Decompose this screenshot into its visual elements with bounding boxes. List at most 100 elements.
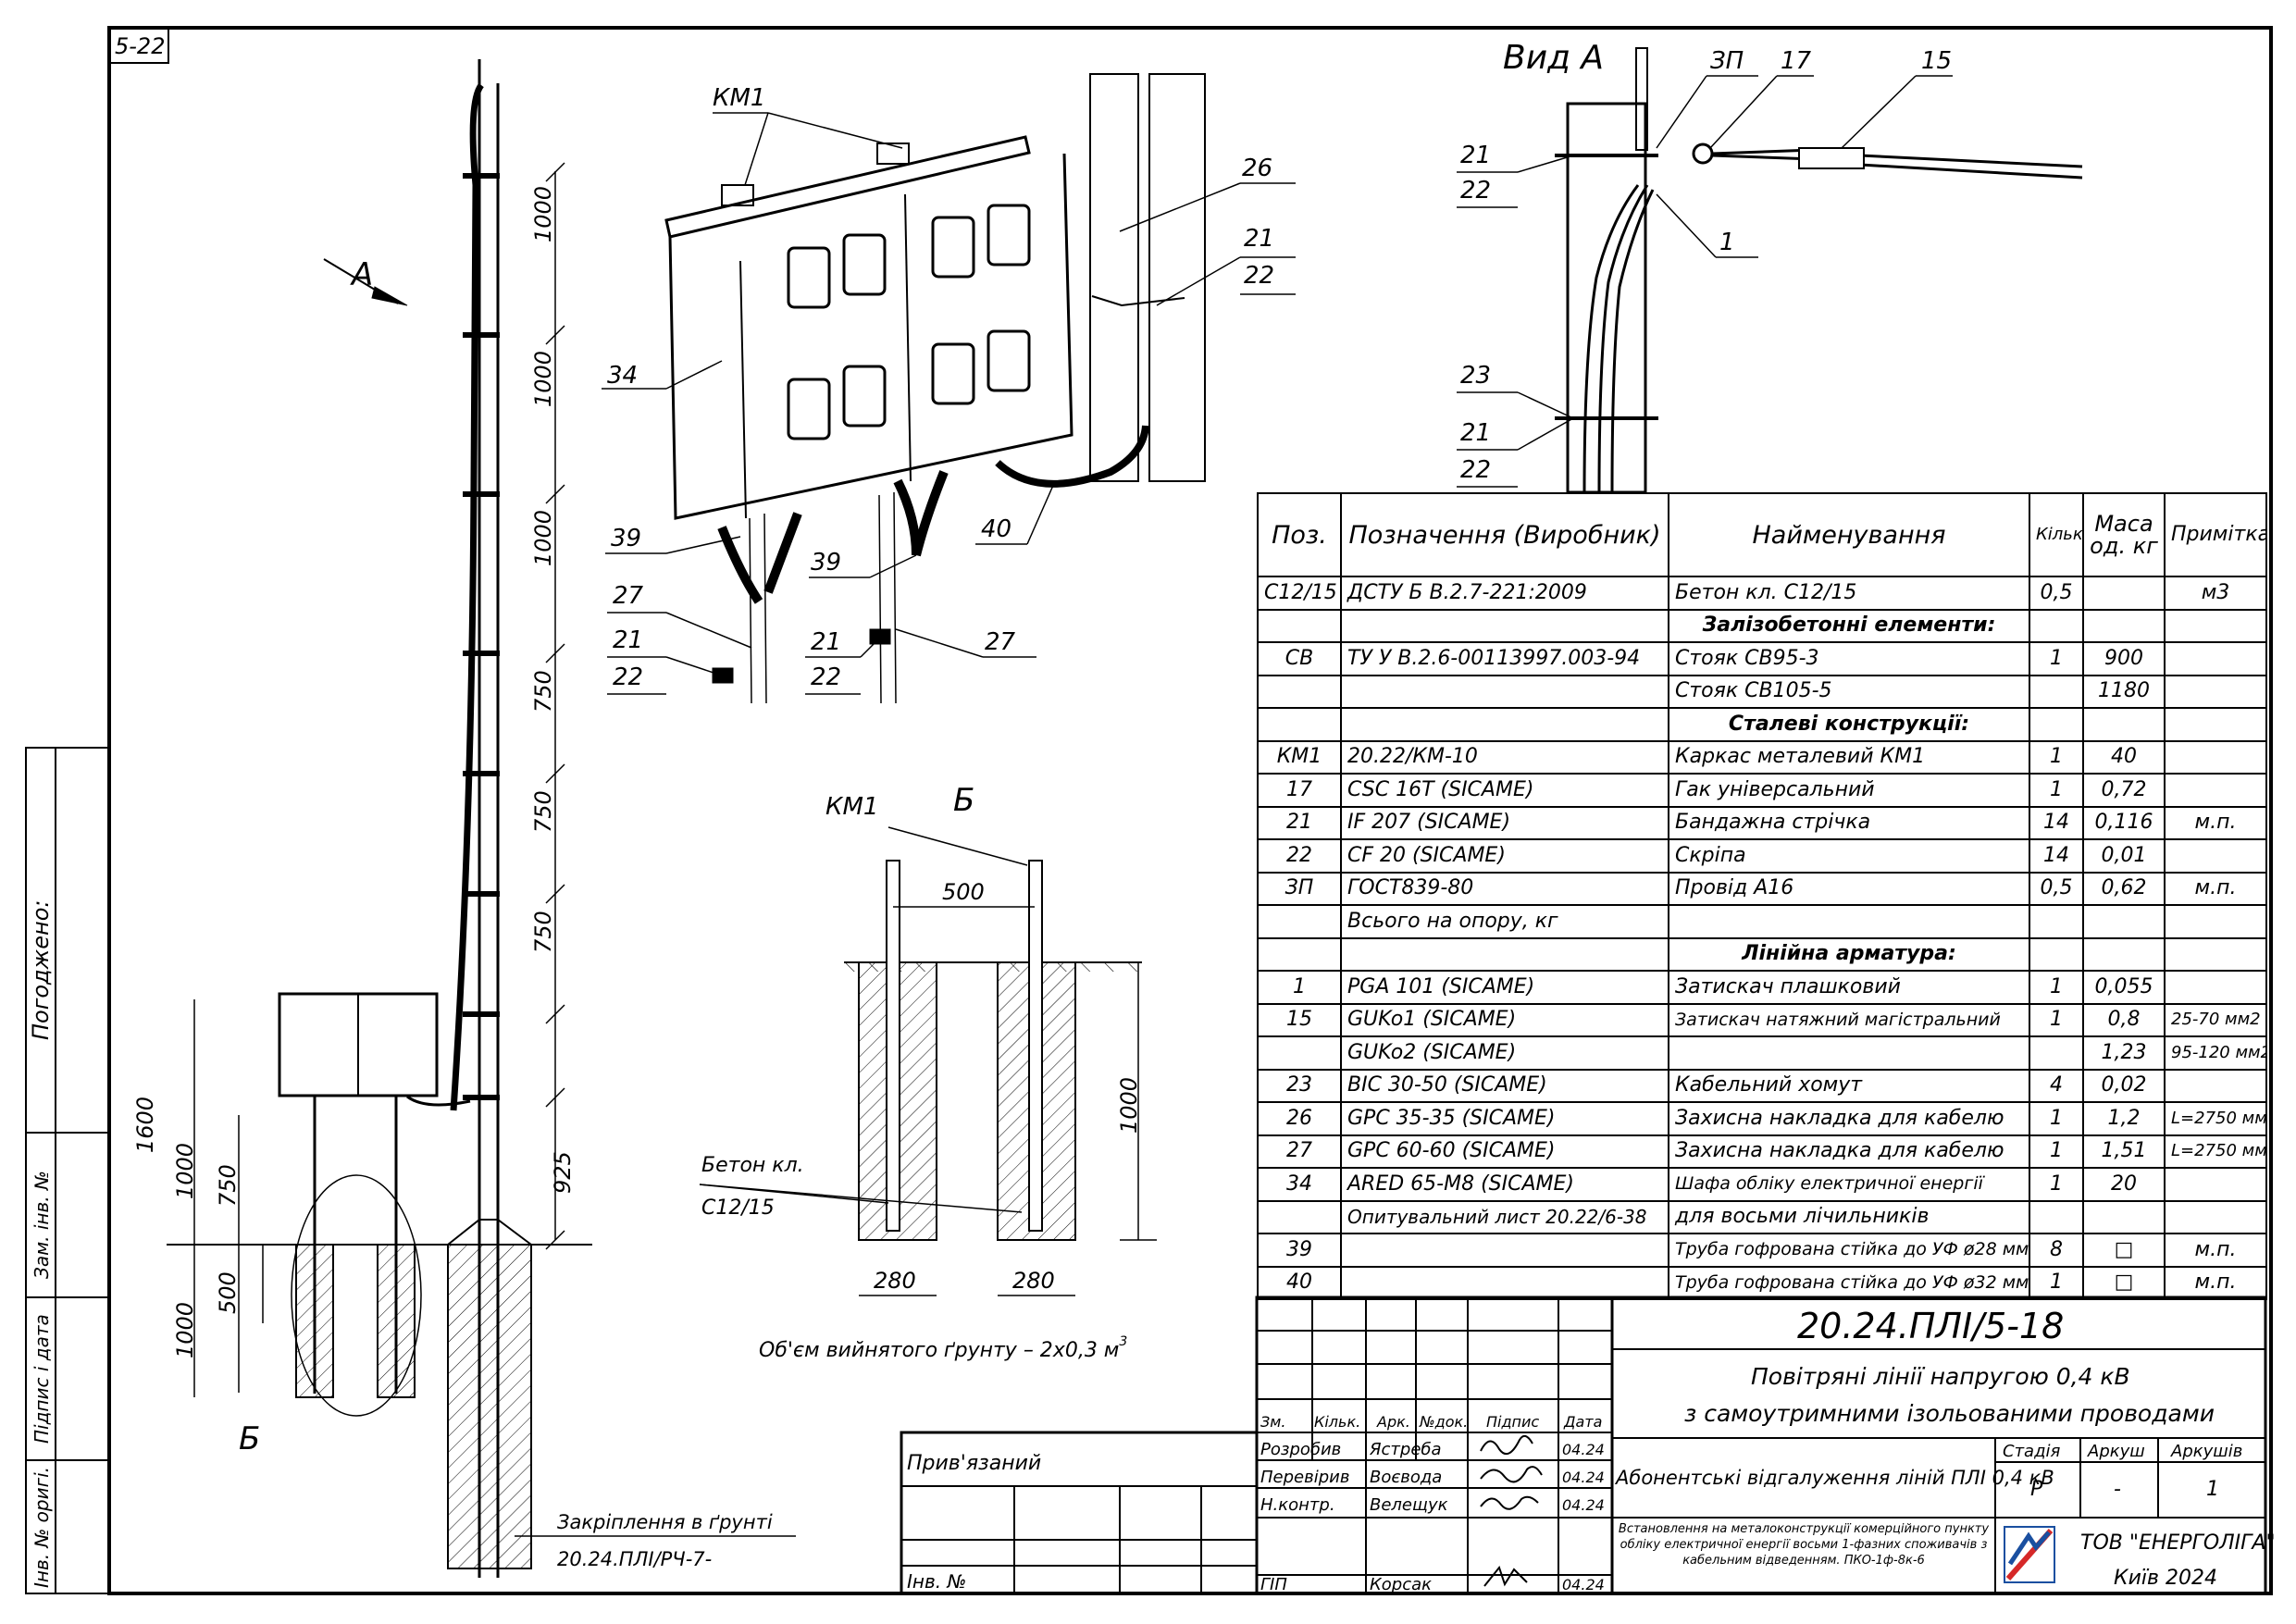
spec-cell-mass: 1,23	[2082, 1035, 2166, 1071]
spec-cell-qty: 1	[2029, 1167, 2084, 1202]
spec-cell-des: CSC 16T (SICAME)	[1340, 773, 1669, 808]
spec-cell-des	[1340, 1233, 1669, 1268]
spec-cell	[2082, 707, 2166, 742]
detail-b-km1: КМ1	[825, 793, 878, 821]
spec-cell-note: м.п.	[2164, 1265, 2267, 1300]
spec-cell-pos: 34	[1257, 1167, 1342, 1202]
spec-h-note: Примітка	[2164, 492, 2267, 577]
iso-label-km1: КМ1	[713, 84, 765, 112]
spec-cell-des: ARED 65-M8 (SICAME)	[1340, 1167, 1669, 1202]
spec-cell-pos: 22	[1257, 838, 1342, 874]
sheet-value: -	[2114, 1478, 2121, 1501]
company-city: Київ 2024	[2114, 1567, 2217, 1590]
spec-section-row: Залізобетонні елементи:	[1257, 608, 2267, 643]
spec-cell-note	[2164, 641, 2267, 676]
spec-cell-mass: 1180	[2082, 674, 2166, 709]
iso-leaders	[602, 112, 1296, 695]
spec-cell-mass: 0,02	[2082, 1068, 2166, 1103]
spec-cell-des	[1340, 1265, 1669, 1300]
spec-cell-qty	[2029, 904, 2084, 939]
tb-date-2: 04.24	[1562, 1469, 1605, 1486]
tb-role-1: Розробив	[1260, 1440, 1341, 1459]
spec-cell-name: Захисна накладка для кабелю	[1668, 1101, 2030, 1136]
spec-cell-qty: 14	[2029, 838, 2084, 874]
tb-col-date: Дата	[1563, 1413, 1602, 1431]
iso-label-21c: 21	[811, 628, 841, 656]
linked-label: Прив'язаний	[907, 1452, 1041, 1475]
description: Встановлення на металоконструкції комерц…	[1618, 1522, 1990, 1568]
spec-cell-mass: 1,2	[2082, 1101, 2166, 1136]
spec-cell-des	[1340, 674, 1669, 709]
spec-cell-mass: 0,72	[2082, 773, 2166, 808]
spec-cell-name: Затискач плашковий	[1668, 970, 2030, 1005]
spec-cell	[1257, 707, 1342, 742]
spec-cell-name: Скріпа	[1668, 838, 2030, 874]
dim-3: 1000	[530, 510, 556, 566]
tb-col-ark: Арк.	[1376, 1413, 1410, 1431]
spec-cell-pos: 1	[1257, 970, 1342, 1005]
iso-label-26: 26	[1242, 155, 1272, 182]
spec-cell	[2082, 936, 2166, 972]
signatures	[1480, 1434, 1543, 1587]
spec-cell-note	[2164, 739, 2267, 775]
dim-6: 750	[530, 911, 556, 953]
spec-cell-des: IF 207 (SICAME)	[1340, 805, 1669, 840]
spec-cell-note	[2164, 1167, 2267, 1202]
spec-cell	[1340, 707, 1669, 742]
view-arrow-label: А	[350, 256, 373, 293]
iso-label-27a: 27	[613, 582, 644, 610]
detail-b-dim-1000: 1000	[1116, 1077, 1142, 1134]
spec-cell	[1257, 936, 1342, 972]
spec-cell	[2029, 707, 2084, 742]
spec-cell	[2029, 936, 2084, 972]
dim-1: 1000	[530, 186, 556, 242]
spec-cell-name: Захисна накладка для кабелю	[1668, 1134, 2030, 1169]
spec-cell-qty	[2029, 1199, 2084, 1234]
spec-cell-qty: 4	[2029, 1068, 2084, 1103]
spec-cell-pos: 26	[1257, 1101, 1342, 1136]
specification-table: Поз. Позначення (Виробник) Найменування …	[1257, 492, 2267, 1300]
spec-cell-des: ТУ У В.2.6-00113997.003-94	[1340, 641, 1669, 676]
spec-cell-note	[2164, 1199, 2267, 1234]
iso-label-39a: 39	[611, 525, 641, 552]
detail-b-foundation	[699, 826, 1157, 1296]
detail-b-marker: Б	[239, 1420, 260, 1457]
view-a-22a: 22	[1460, 177, 1491, 205]
spec-cell-note: м.п.	[2164, 1233, 2267, 1268]
spec-cell-qty: 14	[2029, 805, 2084, 840]
spec-cell-qty: 1	[2029, 970, 2084, 1005]
spec-cell-name	[1668, 1035, 2030, 1071]
spec-row: Всього на опору, кг	[1257, 904, 2267, 939]
iso-label-22a: 22	[1244, 262, 1274, 290]
tb-col-sign: Підпис	[1486, 1413, 1539, 1431]
spec-cell-pos: 23	[1257, 1068, 1342, 1103]
spec-cell-des: GUKo1 (SICAME)	[1340, 1002, 1669, 1037]
side-orig-inv: Інв. № оригі.	[31, 1467, 53, 1588]
spec-cell-name: Стояк СВ105-5	[1668, 674, 2030, 709]
spec-cell-pos: 40	[1257, 1265, 1342, 1300]
spec-cell	[2164, 608, 2267, 643]
spec-cell-mass: 1,51	[2082, 1134, 2166, 1169]
spec-row: Стояк СВ105-5 1180	[1257, 674, 2267, 709]
side-agreed: Погоджено:	[28, 900, 54, 1040]
spec-cell-mass	[2082, 576, 2166, 611]
spec-cell-des: GPC 35-35 (SICAME)	[1340, 1101, 1669, 1136]
spec-cell-name: Шафа обліку електричної енергії	[1668, 1167, 2030, 1202]
tb-col-qty: Кільк.	[1314, 1413, 1360, 1431]
spec-cell-mass: 0,055	[2082, 970, 2166, 1005]
sheets-header: Аркушів	[2170, 1442, 2242, 1461]
spec-cell-note: м3	[2164, 576, 2267, 611]
spec-cell-qty: 0,5	[2029, 576, 2084, 611]
spec-cell-mass: 0,62	[2082, 871, 2166, 906]
